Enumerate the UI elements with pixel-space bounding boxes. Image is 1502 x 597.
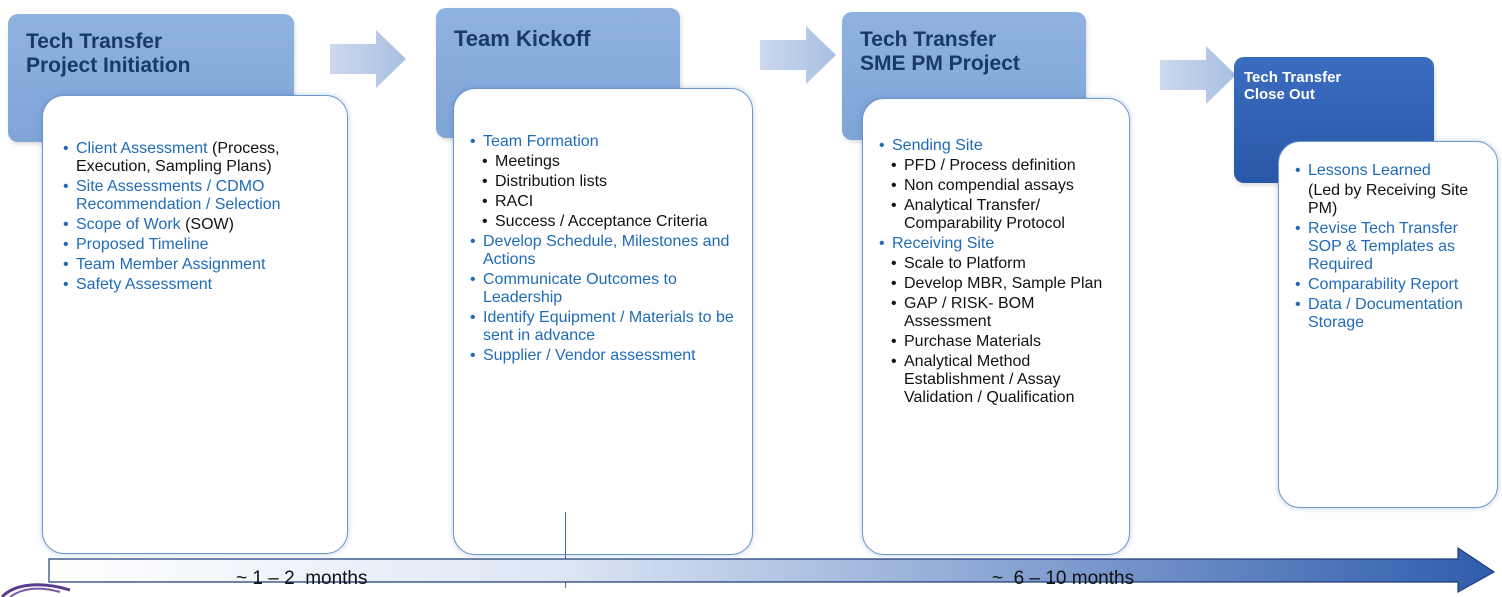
list-item: Analytical Method Establishment / Assay … [877,353,1123,407]
list-item: Analytical Transfer/ Comparability Proto… [877,197,1123,233]
list-item: Distribution lists [468,173,744,191]
arrow-right-icon [760,26,836,84]
list-item: PFD / Process definition [877,157,1123,175]
list-item: Revise Tech Transfer SOP & Templates as … [1293,220,1491,274]
list-item: Scale to Platform [877,255,1123,273]
list-item: Develop MBR, Sample Plan [877,275,1123,293]
list-item: Develop Schedule, Milestones and Actions [468,233,744,269]
list-item: Supplier / Vendor assessment [468,347,744,365]
arrow-right-icon [1160,46,1236,104]
stage-4-list: Lessons Learned (Led by Receiving Site P… [1293,162,1491,332]
list-item: Data / Documentation Storage [1293,296,1491,332]
list-item: Team Formation [468,133,744,151]
list-item: Sending Site [877,137,1123,155]
list-item: Scope of Work (SOW) [61,216,337,234]
list-item: Client Assessment (Process, Execution, S… [61,140,337,176]
timeline-arrow [48,546,1496,594]
stage-2-box: Team Formation Meetings Distribution lis… [453,88,753,555]
list-item: Identify Equipment / Materials to be sen… [468,309,744,345]
list-item: Purchase Materials [877,333,1123,351]
stage-3-title-line-1: Tech Transfer [860,28,997,51]
list-item: (Led by Receiving Site PM) [1308,182,1469,217]
list-item: Success / Acceptance Criteria [468,213,744,231]
list-item: Proposed Timeline [61,236,337,254]
list-item: Team Member Assignment [61,256,337,274]
timeline-label-right: ~ 6 – 10 months [992,568,1135,589]
list-item: Lessons Learned [1293,162,1491,180]
stage-2-list: Team Formation Meetings Distribution lis… [468,133,744,365]
stage-3-title-line-2: SME PM Project [860,52,1020,75]
list-item: Receiving Site [877,235,1123,253]
stage-4-title-line-2: Close Out [1244,86,1315,103]
stage-1-title-line-1: Tech Transfer [26,30,163,53]
stage-4-box: Lessons Learned (Led by Receiving Site P… [1278,141,1498,508]
list-item: Site Assessments / CDMO Recommendation /… [61,178,337,214]
list-item: Non compendial assays [877,177,1123,195]
list-item: GAP / RISK- BOM Assessment [877,295,1123,331]
list-item: RACI [468,193,744,211]
timeline-divider [565,512,566,588]
list-item: Comparability Report [1293,276,1491,294]
list-item: Communicate Outcomes to Leadership [468,271,744,307]
arrow-right-icon [330,30,406,88]
stage-1-box: Client Assessment (Process, Execution, S… [42,95,348,554]
list-item: Safety Assessment [61,276,337,294]
list-item: Meetings [468,153,744,171]
logo-partial [0,583,71,597]
stage-1-title-line-2: Project Initiation [26,54,191,77]
stage-1-list: Client Assessment (Process, Execution, S… [61,140,337,294]
stage-3-list: Sending Site PFD / Process definition No… [877,137,1123,407]
stage-2-title-line-1: Team Kickoff [454,26,591,51]
stage-3-box: Sending Site PFD / Process definition No… [862,98,1130,555]
timeline-label-left: ~ 1 – 2 months [236,568,368,589]
stage-4-title-line-1: Tech Transfer [1244,69,1342,86]
